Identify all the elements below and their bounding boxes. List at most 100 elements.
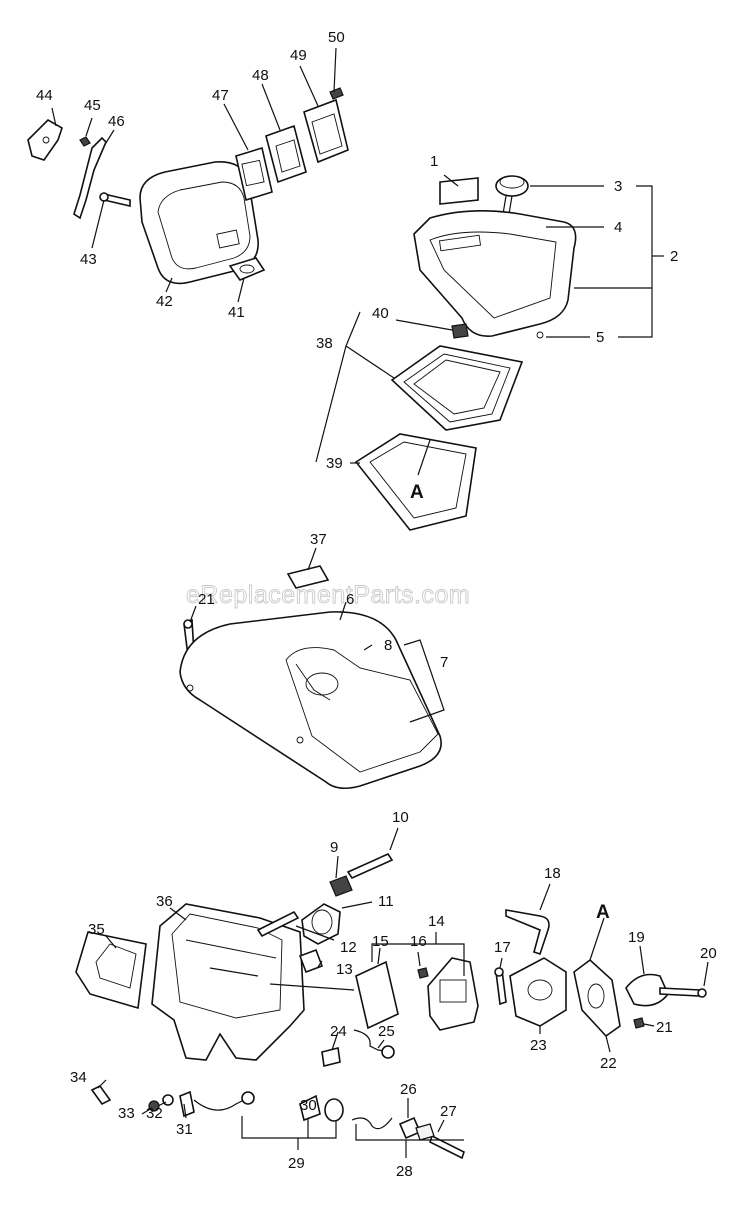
callout-21b: 21 (656, 1019, 673, 1036)
part-13-gasket (298, 948, 324, 974)
callout-22: 22 (600, 1055, 617, 1072)
part-11-coil (301, 903, 341, 945)
part-18-hose (505, 909, 550, 956)
part-21-screw-bottom (633, 1017, 645, 1029)
callout-11: 11 (378, 893, 394, 910)
callout-34: 34 (70, 1069, 87, 1086)
callout-12: 12 (340, 939, 357, 956)
muffler-group (27, 87, 349, 285)
callout-32: 32 (146, 1105, 163, 1122)
part-22-gasket (573, 958, 621, 1038)
callout-31: 31 (176, 1121, 193, 1138)
marker-a-bottom: A (596, 902, 610, 923)
callout-49: 49 (290, 47, 307, 64)
callout-43: 43 (80, 251, 97, 268)
part-25-line (353, 1029, 391, 1053)
callout-42: 42 (156, 293, 173, 310)
callout-16: 16 (410, 933, 427, 950)
air-filter-cover-group (354, 175, 577, 531)
callout-37: 37 (310, 531, 327, 548)
callout-47: 47 (212, 87, 229, 104)
callout-3: 3 (614, 178, 622, 195)
callout-17: 17 (494, 939, 511, 956)
callout-10: 10 (392, 809, 409, 826)
callout-48: 48 (252, 67, 269, 84)
callout-8: 8 (384, 637, 392, 654)
part-2-cover (413, 210, 577, 337)
part-50-screw (329, 87, 344, 100)
callout-6: 6 (346, 591, 354, 608)
callout-21a: 21 (198, 591, 215, 608)
part-46-bracket (73, 136, 107, 220)
callout-44: 44 (36, 87, 53, 104)
leader-lines (51, 47, 709, 1158)
part-15-gasket (355, 960, 399, 1030)
top-cover-group (179, 565, 442, 790)
part-7-top-cover (179, 611, 442, 790)
callout-41: 41 (228, 304, 245, 321)
callout-45: 45 (84, 97, 101, 114)
part-47-gasket (235, 146, 273, 202)
part-24-fitting (321, 1047, 341, 1067)
callout-1: 1 (430, 153, 438, 170)
callout-2: 2 (670, 248, 678, 265)
callout-7: 7 (440, 654, 448, 671)
part-42-muffler (139, 161, 259, 285)
callout-46: 46 (108, 113, 125, 130)
callout-23: 23 (530, 1037, 547, 1054)
callout-14: 14 (428, 913, 445, 930)
callout-36: 36 (156, 893, 173, 910)
part-32-knob (162, 1094, 174, 1106)
part-20-screw (659, 987, 701, 997)
part-34-bolt (90, 1084, 112, 1106)
callout-13: 13 (336, 961, 353, 978)
callout-25: 25 (378, 1023, 395, 1040)
part-14-carb-mount (427, 957, 479, 1031)
part-1-label (439, 177, 479, 205)
part-40-nut (451, 323, 469, 339)
part-23-carburetor (509, 957, 567, 1027)
callout-numbers: 1 2 3 4 5 6 7 8 9 10 11 12 13 14 15 16 1… (36, 29, 717, 1180)
watermark: eReplacementParts.com (186, 581, 470, 609)
part-31-switch (179, 1090, 195, 1118)
part-38-filter (390, 345, 524, 431)
part-36-tank (151, 903, 305, 1061)
part-35-plate (75, 931, 147, 1010)
callout-5: 5 (596, 329, 604, 346)
callout-38: 38 (316, 335, 333, 352)
part-9-fitting (329, 875, 353, 897)
part-37-label (286, 565, 330, 589)
callout-18: 18 (544, 865, 561, 882)
part-39-gasket (354, 433, 477, 531)
callout-19: 19 (628, 929, 645, 946)
part-41-gasket (228, 257, 266, 281)
marker-a-top: A (410, 482, 424, 503)
callout-9: 9 (330, 839, 338, 856)
part-44-plate (27, 119, 63, 161)
part-12-strip (256, 910, 300, 938)
part-45-screw (79, 136, 91, 147)
callout-26: 26 (400, 1081, 417, 1098)
part-48-plate (265, 124, 307, 184)
callout-15: 15 (372, 933, 389, 950)
part-27-pin (429, 1134, 465, 1160)
callout-27: 27 (440, 1103, 457, 1120)
callout-20: 20 (700, 945, 717, 962)
part-49-deflector (303, 98, 349, 164)
part-3-knob (495, 175, 529, 197)
part-30-grommet (324, 1098, 344, 1122)
callout-24: 24 (330, 1023, 347, 1040)
callout-28: 28 (396, 1163, 413, 1180)
part-16-stud (417, 967, 429, 979)
callout-30: 30 (300, 1097, 317, 1114)
callout-39: 39 (326, 455, 343, 472)
callout-40: 40 (372, 305, 389, 322)
callout-29: 29 (288, 1155, 305, 1172)
callout-50: 50 (328, 29, 345, 46)
callout-33: 33 (118, 1105, 135, 1122)
part-28-hose (351, 1117, 393, 1130)
part-5-pin (536, 331, 544, 339)
callout-35: 35 (88, 921, 105, 938)
part-10-pin (346, 852, 394, 880)
